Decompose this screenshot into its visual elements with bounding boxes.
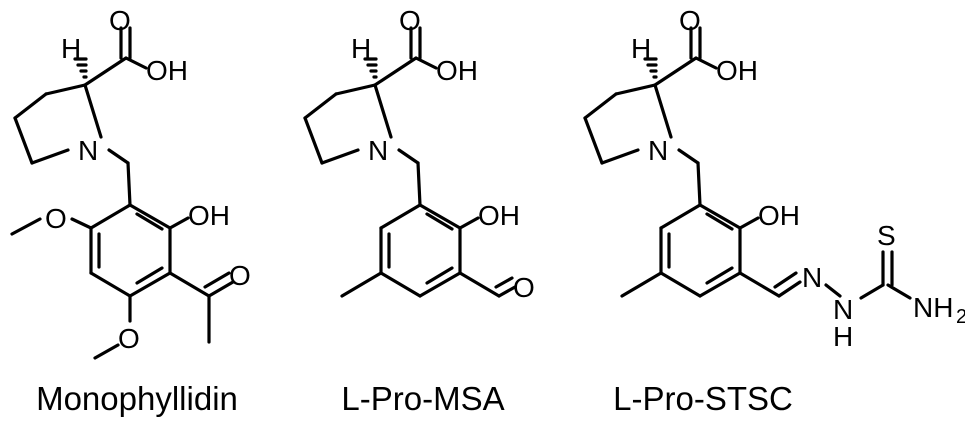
methoxy-o-label: O bbox=[45, 203, 67, 234]
thione-s-label: S bbox=[877, 220, 896, 251]
aldehyde-o-label: O bbox=[513, 272, 535, 303]
methoxy-o-label-2: O bbox=[118, 323, 140, 354]
structure-l-pro-msa: O bbox=[303, 3, 535, 303]
hydrazine-n-label: N bbox=[833, 294, 853, 325]
amine-nh-label: NH bbox=[913, 292, 953, 323]
caption-l-pro-stsc: L-Pro-STSC bbox=[613, 380, 793, 417]
acetyl-o-label: O bbox=[229, 260, 251, 291]
imine-n-label: N bbox=[802, 262, 822, 293]
amine-subscript-label: 2 bbox=[956, 306, 965, 328]
structure-l-pro-stsc: N N H S NH 2 bbox=[583, 3, 965, 352]
hydrazine-h-label: H bbox=[833, 321, 853, 352]
structure-monophyllidin: O O O bbox=[10, 3, 251, 360]
caption-monophyllidin: Monophyllidin bbox=[36, 380, 238, 417]
caption-l-pro-msa: L-Pro-MSA bbox=[341, 380, 504, 417]
